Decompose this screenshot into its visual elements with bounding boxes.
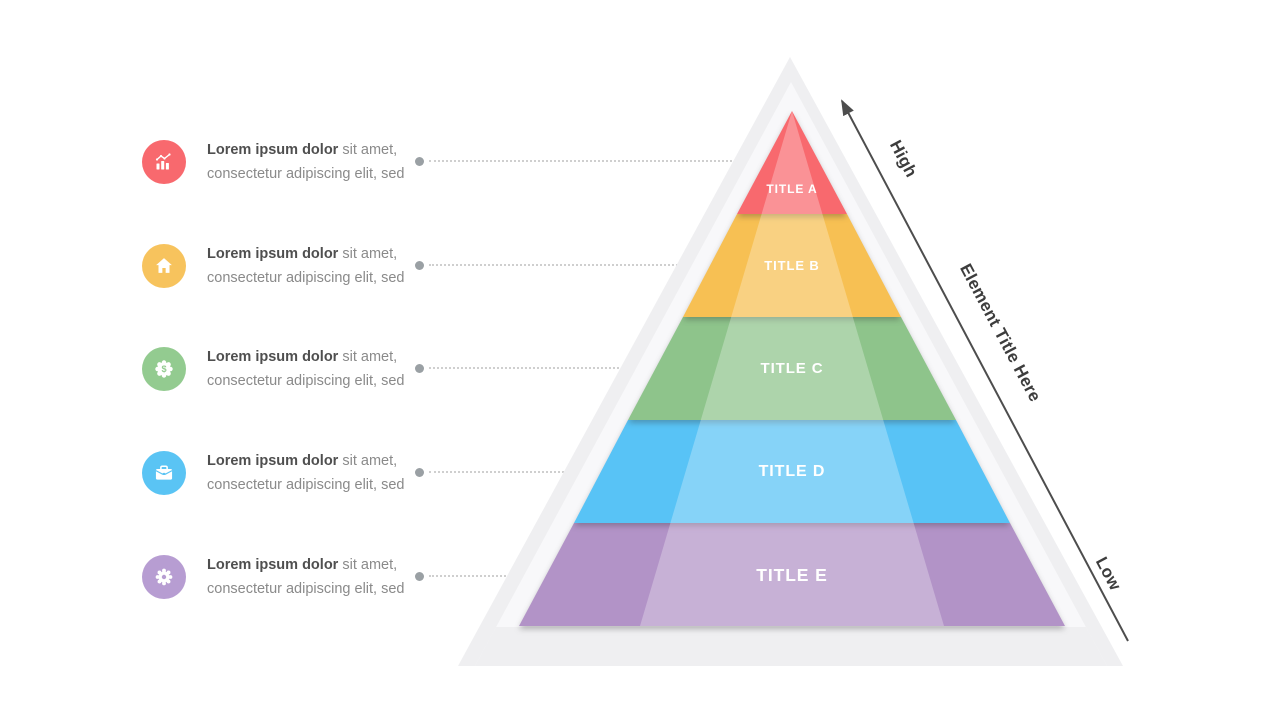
list-item: Lorem ipsum dolor sit amet, consectetur …: [142, 555, 842, 603]
tier-d-label: TITLE D: [758, 463, 826, 480]
svg-text:$: $: [161, 364, 166, 374]
list-item-text: Lorem ipsum dolor sit amet, consectetur …: [207, 553, 412, 601]
list-item-line2: consectetur adipiscing elit, sed: [207, 270, 405, 286]
list-item-line2: consectetur adipiscing elit, sed: [207, 581, 405, 597]
gear-icon-circle: [142, 555, 186, 599]
briefcase-icon-circle: [142, 451, 186, 495]
tier-c-label: TITLE C: [760, 360, 824, 377]
leader-line: [429, 471, 596, 473]
tier-e-label: TITLE E: [756, 565, 828, 585]
list-item-line2: consectetur adipiscing elit, sed: [207, 373, 405, 389]
leader-dot: [415, 468, 424, 477]
tier-a-label: TITLE A: [766, 182, 818, 196]
dollar-badge-icon: $: [155, 360, 173, 378]
gear-icon: [155, 568, 173, 586]
leader-dot: [415, 157, 424, 166]
leader-line: [429, 575, 541, 577]
leader-dot: [415, 572, 424, 581]
leader-line: [429, 264, 706, 266]
list-item-line1: Lorem ipsum dolor sit amet,: [207, 349, 398, 365]
list-item-line1: Lorem ipsum dolor sit amet,: [207, 142, 398, 158]
chart-icon: [155, 153, 171, 170]
list-item-text: Lorem ipsum dolor sit amet, consectetur …: [207, 449, 412, 497]
leader-line: [429, 160, 756, 162]
briefcase-icon: [155, 465, 173, 480]
leader-dot: [415, 364, 424, 373]
leader-dot: [415, 261, 424, 270]
dollar-badge-icon-circle: $: [142, 347, 186, 391]
home-icon-circle: [142, 244, 186, 288]
list-item-text: Lorem ipsum dolor sit amet, consectetur …: [207, 138, 412, 186]
list-item-line1: Lorem ipsum dolor sit amet,: [207, 453, 398, 469]
list-item: Lorem ipsum dolor sit amet, consectetur …: [142, 451, 842, 499]
list-item-line1: Lorem ipsum dolor sit amet,: [207, 557, 398, 573]
tier-b-label: TITLE B: [764, 258, 820, 273]
leader-line: [429, 367, 651, 369]
list-item-line1: Lorem ipsum dolor sit amet,: [207, 246, 398, 262]
list-item: $ Lorem ipsum dolor sit amet, consectetu…: [142, 347, 842, 395]
list-item-text: Lorem ipsum dolor sit amet, consectetur …: [207, 345, 412, 393]
list-item-text: Lorem ipsum dolor sit amet, consectetur …: [207, 242, 412, 290]
list-item: Lorem ipsum dolor sit amet, consectetur …: [142, 140, 842, 188]
home-icon: [156, 258, 172, 273]
list-item-line2: consectetur adipiscing elit, sed: [207, 477, 405, 493]
list-item-line2: consectetur adipiscing elit, sed: [207, 166, 405, 182]
chart-icon-circle: [142, 140, 186, 184]
list-item: Lorem ipsum dolor sit amet, consectetur …: [142, 244, 842, 292]
